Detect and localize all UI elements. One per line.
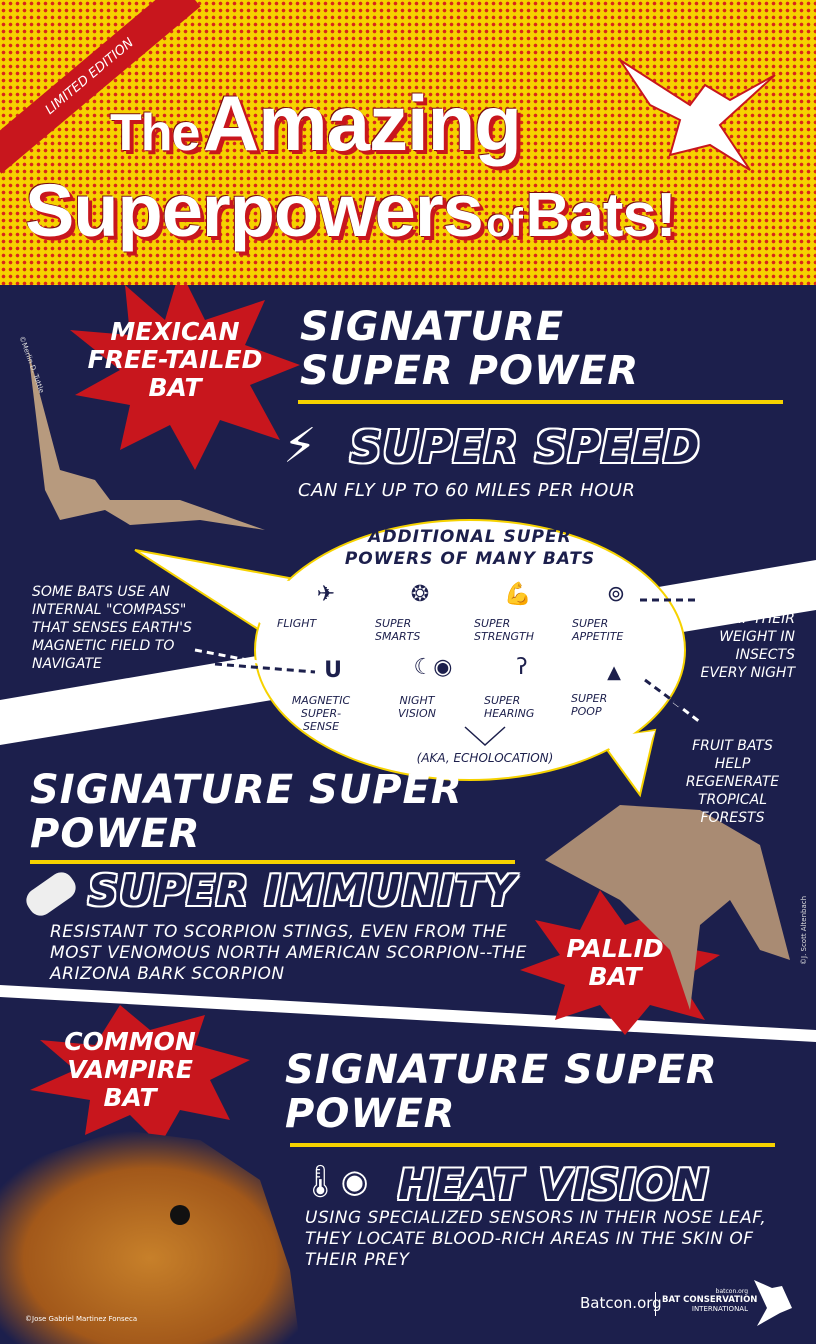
poop-icon: ▲ (607, 662, 621, 683)
bat-name-vampire: COMMON VAMPIRE BAT (64, 1027, 196, 1112)
power-description: CAN FLY UP TO 60 MILES PER HOUR (298, 480, 636, 501)
mexican-bat-photo (28, 350, 265, 530)
ear-icon: ʔ (516, 655, 528, 680)
title-line-1: The Amazing (110, 78, 522, 169)
photo-credit: ©J. Scott Altenbach (800, 895, 808, 965)
bubble-title: ADDITIONAL SUPER POWERS OF MANY BATS (344, 527, 596, 569)
title-superpowers: Superpowers (25, 169, 484, 252)
bubble-item: SUPER SMARTS (375, 617, 421, 643)
appetite-note: MANY BATS EAT THEIR WEIGHT IN INSECTS EV… (700, 593, 795, 681)
bubble-item: MAGNETIC SUPER-SENSE (291, 694, 351, 733)
bubble-item: SUPER APPETITE (572, 617, 624, 643)
org-line2: INTERNATIONAL (691, 1305, 748, 1313)
starburst-vampire (30, 1005, 250, 1145)
white-band-lower (0, 985, 816, 1042)
underline (298, 400, 783, 404)
plate-cutlery-icon: ⊚ (606, 582, 626, 607)
footer-site-link[interactable]: Batcon.org (580, 1294, 662, 1312)
vampire-bat-photo (0, 1130, 300, 1344)
org-small: batcon.org (715, 1288, 748, 1295)
signature-heading: SIGNATURE SUPER POWER (285, 1047, 718, 1137)
underline (290, 1143, 775, 1147)
title-line-2: Superpowers of Bats! (25, 168, 677, 253)
bubble-item: SUPER POOP (571, 692, 608, 718)
title-bats: Bats! (525, 181, 676, 250)
photo-credit: ©Jose Gabriel Martinez Fonseca (25, 1315, 138, 1323)
lightning-icon: ⚡ (283, 418, 317, 474)
echolocation-note: (AKA, ECHOLOCATION) (416, 751, 554, 765)
power-description: RESISTANT TO SCORPION STINGS, EVEN FROM … (50, 922, 527, 984)
org-line1: BAT CONSERVATION (662, 1295, 758, 1305)
title-of: of (486, 201, 523, 245)
bubble-item: NIGHT VISION (398, 694, 436, 720)
bat-name-pallid: PALLID BAT (566, 934, 664, 991)
compass-note: SOME BATS USE AN INTERNAL "COMPASS" THAT… (32, 584, 192, 672)
title-amazing: Amazing (202, 79, 522, 167)
bubble-item: SUPER STRENGTH (474, 617, 535, 643)
fruit-bat-note: FRUIT BATS HELP REGENERATE TROPICAL FORE… (685, 738, 780, 826)
signature-heading: SIGNATURE SUPER POWER (300, 304, 640, 394)
power-title: SUPER SPEED (350, 422, 701, 473)
underline (30, 860, 515, 864)
bat-name-mexican: MEXICAN FREE-TAILED BAT (87, 317, 263, 402)
thermometer-eye-icon: 🌡◉ (300, 1162, 369, 1200)
moon-eye-icon: ☾◉ (413, 655, 453, 680)
power-title: HEAT VISION (398, 1160, 710, 1209)
starburst-mexican (70, 270, 300, 470)
bci-logo-text: batcon.org BAT CONSERVATION INTERNATIONA… (662, 1288, 758, 1313)
magnet-icon: U (324, 658, 342, 683)
bubble-item: FLIGHT (277, 617, 317, 630)
pallid-bat-photo (545, 805, 790, 1010)
title-the: The (110, 104, 200, 162)
flexed-arm-icon: 💪 (504, 582, 532, 607)
bubble-item: SUPER HEARING (484, 694, 535, 720)
bat-silhouette-icon (619, 59, 776, 171)
bci-bat-logo-icon (754, 1280, 792, 1326)
signature-heading: SIGNATURE SUPER POWER (30, 767, 463, 857)
divider (655, 1292, 656, 1316)
power-title: SUPER IMMUNITY (88, 866, 516, 915)
power-description: USING SPECIALIZED SENSORS IN THEIR NOSE … (305, 1208, 767, 1270)
brain-icon: ❂ (410, 582, 430, 607)
airplane-icon: ✈ (316, 582, 336, 607)
